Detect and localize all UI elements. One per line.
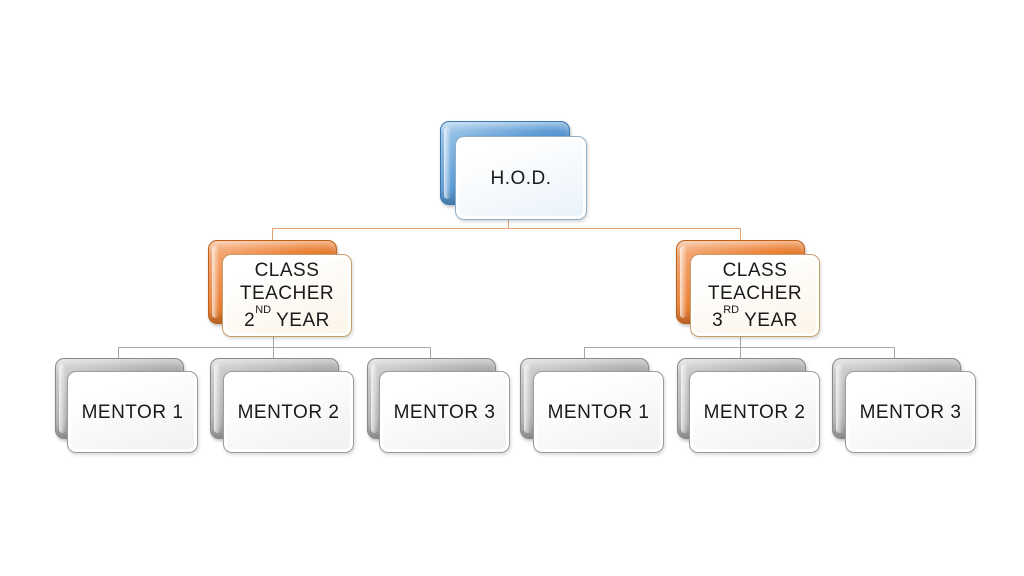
teacher3-year-number: 3 (712, 310, 724, 332)
connector-teacher2-stem (273, 335, 274, 347)
connector-left-horizontal (118, 347, 431, 348)
mentor2-left-label: MENTOR 2 (237, 401, 340, 423)
connector-drop-mentor1-left (118, 347, 119, 358)
org-node-hod: H.O.D. (455, 136, 587, 220)
org-node-mentor2-left: MENTOR 2 (223, 371, 354, 453)
connector-drop-mentor3-right (894, 347, 895, 358)
hod-label: H.O.D. (490, 167, 552, 189)
mentor2-right-label: MENTOR 2 (703, 401, 806, 423)
teacher2-year-number: 2 (244, 310, 256, 332)
teacher2-line3: 2ND YEAR (244, 304, 330, 332)
connector-level1-horizontal (272, 228, 741, 229)
teacher3-line2: TEACHER (707, 282, 803, 304)
org-node-mentor3-left: MENTOR 3 (379, 371, 510, 453)
connector-drop-teacher3 (740, 228, 741, 240)
org-node-mentor1-left: MENTOR 1 (67, 371, 198, 453)
teacher2-line2: TEACHER (239, 282, 335, 304)
org-node-teacher-3rd-year: CLASS TEACHER 3RD YEAR (690, 254, 820, 337)
connector-teacher3-stem (740, 335, 741, 347)
connector-drop-mentor1-right (584, 347, 585, 358)
connector-drop-teacher2 (272, 228, 273, 240)
teacher2-year-ordinal: ND (255, 303, 272, 316)
mentor1-left-label: MENTOR 1 (81, 401, 184, 423)
connector-hod-stem (508, 218, 509, 228)
teacher3-line3: 3RD YEAR (712, 304, 798, 332)
teacher3-year-word: YEAR (744, 310, 798, 332)
teacher3-label: CLASS TEACHER 3RD YEAR (708, 259, 802, 332)
org-node-teacher-2nd-year: CLASS TEACHER 2ND YEAR (222, 254, 352, 337)
connector-drop-mentor2-left (273, 347, 274, 358)
mentor3-left-label: MENTOR 3 (393, 401, 496, 423)
teacher3-line1: CLASS (722, 259, 788, 281)
connector-drop-mentor2-right (740, 347, 741, 358)
org-node-mentor1-right: MENTOR 1 (533, 371, 664, 453)
teacher3-year-ordinal: RD (723, 303, 740, 316)
org-node-mentor2-right: MENTOR 2 (689, 371, 820, 453)
org-node-mentor3-right: MENTOR 3 (845, 371, 976, 453)
connector-drop-mentor3-left (430, 347, 431, 358)
teacher2-label: CLASS TEACHER 2ND YEAR (240, 259, 334, 332)
mentor3-right-label: MENTOR 3 (859, 401, 962, 423)
teacher2-year-word: YEAR (276, 310, 330, 332)
mentor1-right-label: MENTOR 1 (547, 401, 650, 423)
connector-right-horizontal (584, 347, 895, 348)
teacher2-line1: CLASS (254, 259, 320, 281)
